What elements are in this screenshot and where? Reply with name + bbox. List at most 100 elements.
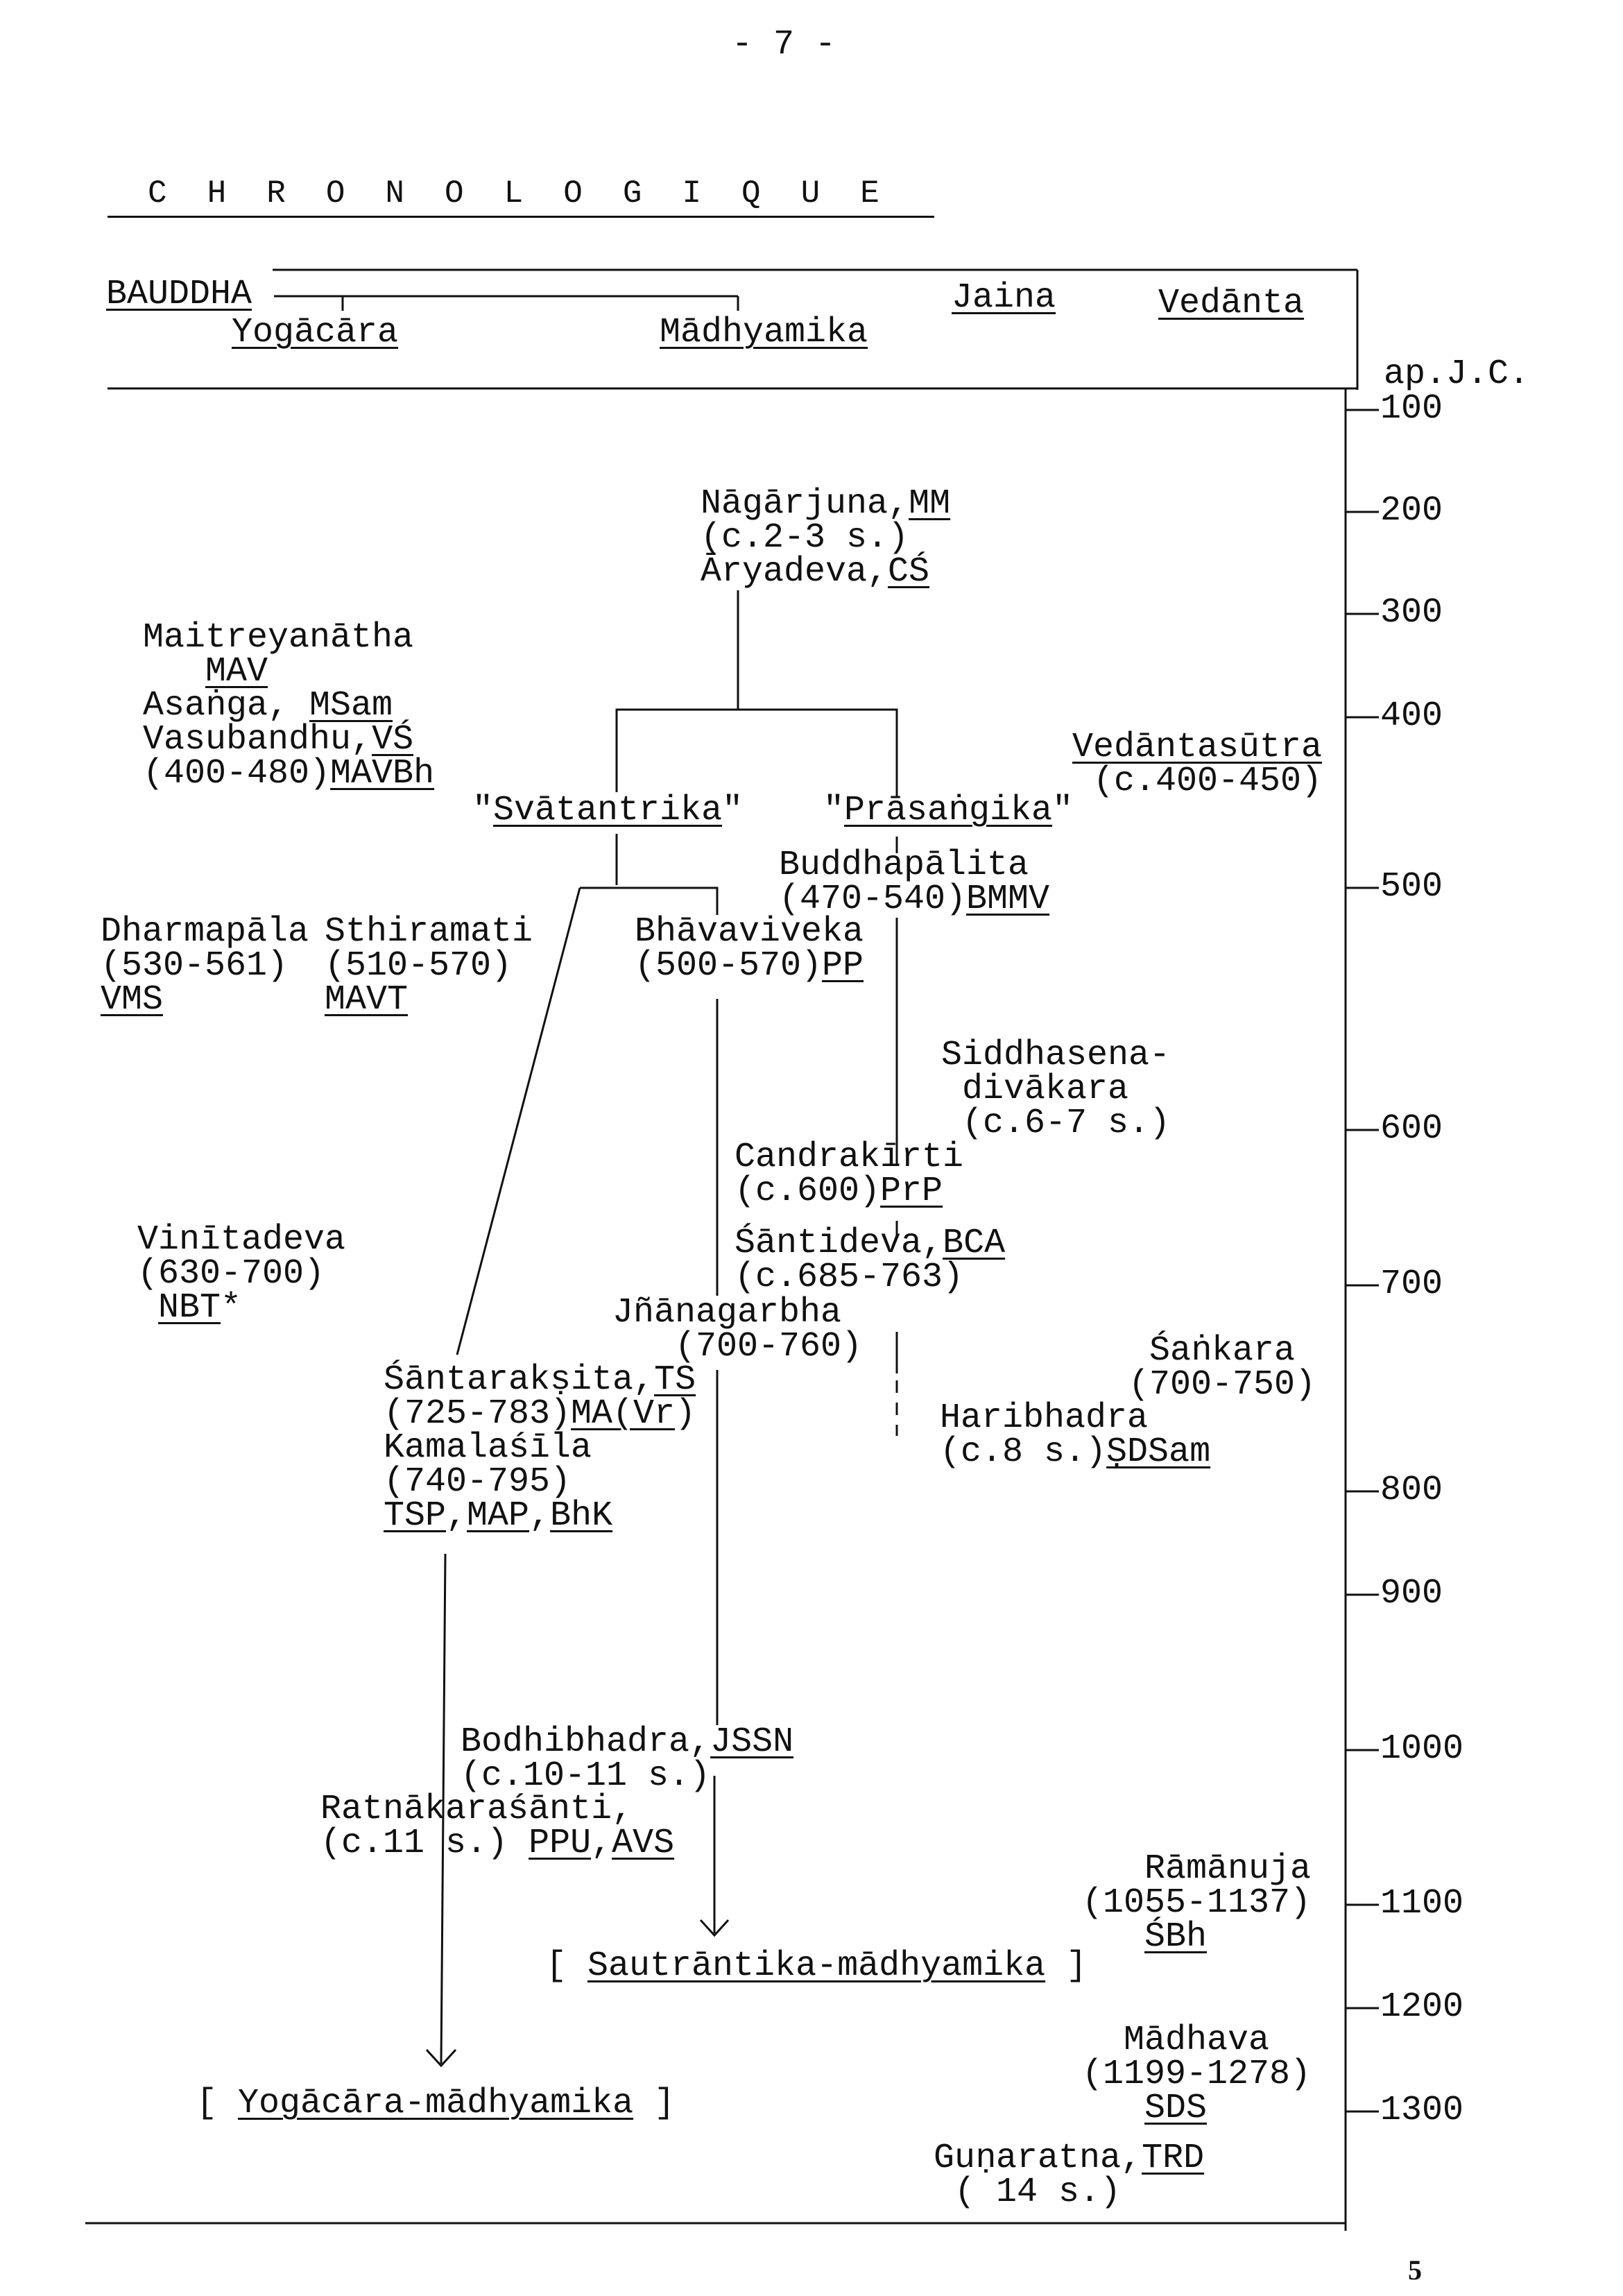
entry-line: (630-700) [137, 1254, 345, 1294]
axis-tick-label: 1200 [1380, 1987, 1464, 2027]
entry-text: [ [546, 1946, 588, 1986]
entry-line: Maitreyanātha [143, 618, 434, 658]
entry-text: " [823, 791, 845, 830]
entry-prasangika: "Prāsaṅgika" [823, 794, 1073, 828]
entry-text: (700-750) [1128, 1365, 1316, 1405]
entry-text: Siddhasena- [941, 1036, 1171, 1075]
entry-text: divākara [941, 1070, 1129, 1109]
text-abbreviation: MSam [309, 686, 393, 726]
entry-text: Nāgārjuna, [701, 484, 909, 524]
entry-line: (530-561) [101, 949, 309, 984]
entry-line: (700-760) [612, 1330, 862, 1364]
entry-bhavaviveka: Bhāvaviveka(500-570)PP [635, 915, 864, 986]
entry-dharmapala: Dharmapāla(530-561)VMS [101, 915, 309, 1018]
entry-buddhapalita: Buddhapālita(470-540)BMMV [779, 846, 1050, 919]
entry-line: Guṇaratna,TRD [934, 2139, 1205, 2178]
text-abbreviation: MAVT [325, 980, 409, 1020]
entry-line: ŚBh [1082, 1920, 1311, 1955]
entry-text: , [446, 1496, 467, 1536]
entry-line: Nāgārjuna,MM [701, 484, 951, 524]
axis-tick-label: 900 [1380, 1574, 1443, 1613]
axis-tick-label: 300 [1380, 593, 1443, 633]
entry-text: ] [633, 2084, 676, 2123]
axis-tick-label: 1300 [1380, 2091, 1464, 2130]
entry-line: (400-480)MAVBh [143, 757, 434, 791]
entry-text: (c.685-763) [735, 1258, 964, 1297]
entry-line: (c.8 s.)ṢDSam [940, 1432, 1210, 1472]
entry-yogacara-madhyamika: [ Yogācāra-mādhyamika ] [196, 2087, 675, 2121]
entry-vedantasutra: Vedāntasūtra (c.400-450) [1072, 728, 1323, 801]
text-abbreviation: TRD [1142, 2139, 1205, 2178]
entry-line: (c.400-450) [1072, 762, 1323, 801]
entry-candrakirti: Candrakīrti(c.600)PrP [735, 1138, 964, 1209]
entry-text: (500-570) [635, 946, 823, 986]
entry-line: Asaṅga, MSam [143, 689, 434, 723]
text-abbreviation: Svātantrika [493, 791, 723, 830]
text-abbreviation: MM [909, 484, 951, 524]
entry-text: * [221, 1288, 242, 1328]
entry-text: (c.400-450) [1072, 762, 1323, 801]
entry-text: ( 14 s.) [934, 2173, 1122, 2212]
entry-santaraksita: Śāntarakṣita,TS(725-783)MA(Vr)Kamalaśīla… [384, 1363, 696, 1536]
entry-text: (700-760) [612, 1327, 863, 1367]
axis-tick-label: 100 [1380, 389, 1443, 429]
header-vedanta: Vedānta [1158, 284, 1305, 323]
svatantrika-split [580, 886, 719, 915]
axis-tick-label: 600 [1380, 1109, 1443, 1149]
era-label: ap.J.C. [1384, 354, 1530, 394]
entry-sthiramati: Sthiramati(510-570)MAVT [325, 912, 533, 1020]
entry-text: (c.6-7 s.) [941, 1104, 1171, 1143]
text-abbreviation: PPU [529, 1824, 592, 1863]
entry-line: (470-540)BMMV [779, 880, 1050, 919]
entry-line: Vasubandhu,VŚ [143, 723, 434, 757]
text-abbreviation: Vedāntasūtra [1072, 728, 1323, 767]
entry-text: Sthiramati [325, 912, 533, 952]
entry-gunaratna: Guṇaratna,TRD ( 14 s.) [934, 2139, 1205, 2212]
text-abbreviation: MAV [205, 652, 268, 692]
header-yogacara: Yogācāra [232, 313, 399, 352]
text-abbreviation: MAP [467, 1496, 530, 1536]
entry-line: Kamalaśīla [384, 1431, 696, 1466]
entry-text: Vasubandhu, [143, 720, 372, 760]
axis-tick-label: 700 [1380, 1265, 1443, 1304]
entry-text [137, 1288, 158, 1328]
entry-text: Candrakīrti [735, 1138, 964, 1177]
entry-text [1082, 2089, 1144, 2128]
entry-text: (1055-1137) [1082, 1883, 1312, 1923]
text-abbreviation: CŚ [888, 552, 930, 592]
entry-line: (725-783)MA(Vr) [384, 1394, 696, 1434]
sautrantika-arrow-head [699, 1919, 730, 1937]
entry-line: (c.11 s.) PPU,AVS [320, 1824, 675, 1863]
entry-text: Buddhapālita [779, 846, 1029, 885]
entry-text: (c.8 s.) [940, 1432, 1107, 1472]
entry-text: (c.11 s.) [320, 1824, 529, 1863]
entry-line: (1199-1278) [1082, 2057, 1311, 2092]
text-abbreviation: SDS [1144, 2089, 1208, 2128]
entry-text: ) [675, 1394, 696, 1434]
text-abbreviation: BhK [550, 1496, 613, 1536]
axis-tick-label: 200 [1380, 491, 1443, 531]
entry-line: divākara [941, 1070, 1170, 1109]
axis-tick-label: 500 [1380, 867, 1443, 907]
entry-line: Ratnākaraśānti, [320, 1792, 674, 1827]
entry-text: (c.10-11 s.) [461, 1756, 711, 1796]
entry-text: Bodhibhadra, [461, 1722, 711, 1762]
text-abbreviation: BMMV [966, 880, 1050, 919]
entry-sautrantika: [ Sautrāntika-mādhyamika ] [546, 1946, 1087, 1986]
entry-line: Bhāvaviveka [635, 915, 864, 950]
entry-line: Rāmānuja [1082, 1852, 1311, 1887]
axis-tick-label: 400 [1380, 696, 1443, 736]
page-number: - 7 - [732, 25, 836, 65]
entry-text: Maitreyanātha [143, 618, 414, 658]
entry-ratnakara: Ratnākaraśānti,(c.11 s.) PPU,AVS [320, 1792, 675, 1863]
text-abbreviation: AVS [612, 1824, 675, 1863]
entry-line: Śaṅkara [1128, 1334, 1316, 1369]
entry-text: (c.2-3 s.) [701, 518, 909, 558]
entry-line: Jñānagarbha [612, 1296, 862, 1330]
entry-madhava: Mādhava(1199-1278) SDS [1082, 2023, 1311, 2128]
text-abbreviation: JSSN [710, 1722, 794, 1762]
entry-text: Śāntideva, [735, 1224, 943, 1263]
text-abbreviation: MA(Vr [571, 1394, 676, 1434]
entry-text: (630-700) [137, 1254, 325, 1294]
